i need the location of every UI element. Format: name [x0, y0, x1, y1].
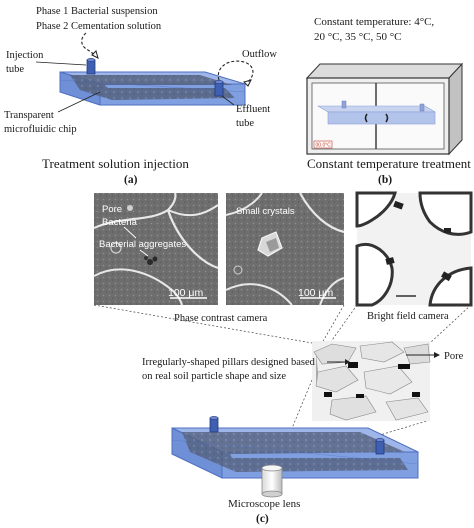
microfluidic-chip-a	[59, 71, 246, 106]
temp-text-2: 20 °C, 35 °C, 50 °C	[314, 31, 401, 43]
panel-a: Phase 1 Bacterial suspension Phase 2 Cem…	[4, 6, 277, 186]
injection-label-2: tube	[6, 64, 24, 75]
micrograph-2: Small crystals 100 μm	[225, 192, 345, 306]
effluent-tube-c	[375, 439, 385, 455]
temp-display: 00.0°C	[316, 143, 332, 149]
pore-label: Pore	[102, 204, 122, 215]
panel-b-caption: Constant temperature treatment	[307, 156, 471, 171]
phase1-label: Phase 1 Bacterial suspension	[36, 6, 158, 17]
phase-contrast-label: Phase contrast camera	[174, 313, 268, 324]
outflow-label: Outflow	[242, 49, 277, 60]
incubator: 00.0°C	[305, 62, 464, 156]
inflow-arrowhead	[91, 50, 99, 59]
panel-c-letter: (c)	[256, 513, 269, 525]
injection-tube	[86, 59, 96, 75]
injection-tube-c	[209, 417, 219, 433]
microscope-lens	[261, 464, 283, 498]
micrograph-1: Pore Bacteria Bacterial aggregates 100 μ…	[93, 192, 219, 306]
phase2-label: Phase 2 Cementation solution	[36, 21, 162, 32]
scale-bar-1: 100 μm	[168, 287, 203, 299]
outflow-arrow	[217, 60, 254, 83]
effluent-label-1: Effluent	[236, 104, 270, 115]
chip-label-2: microfluidic chip	[4, 124, 77, 135]
chip-label-1: Transparent	[4, 110, 54, 121]
panel-a-letter: (a)	[124, 174, 138, 186]
pillars-label-2: on real soil particle shape and size	[142, 371, 286, 382]
panel-b-letter: (b)	[378, 174, 392, 186]
aggregates-label: Bacterial aggregates	[99, 239, 186, 250]
crystals-label: Small crystals	[236, 206, 295, 217]
temp-text-1: Constant temperature: 4°C,	[314, 16, 434, 28]
pillar-zoom	[312, 341, 431, 421]
micrograph-3	[355, 191, 473, 307]
injection-label-1: Injection	[6, 50, 44, 61]
effluent-tube	[214, 81, 224, 97]
effluent-label-2: tube	[236, 118, 254, 129]
scale-bar-2: 100 μm	[298, 287, 333, 299]
bright-field-label: Bright field camera	[367, 311, 449, 322]
pillars-label-1: Irregularly-shaped pillars designed base…	[142, 357, 316, 368]
panel-a-caption: Treatment solution injection	[42, 156, 189, 171]
bacteria-label: Bacteria	[102, 217, 138, 228]
inflow-arrow	[81, 32, 96, 56]
pore-zoom-label: Pore	[444, 351, 464, 362]
panel-b: Constant temperature: 4°C, 20 °C, 35 °C,…	[305, 16, 471, 186]
lens-label: Microscope lens	[228, 498, 300, 510]
